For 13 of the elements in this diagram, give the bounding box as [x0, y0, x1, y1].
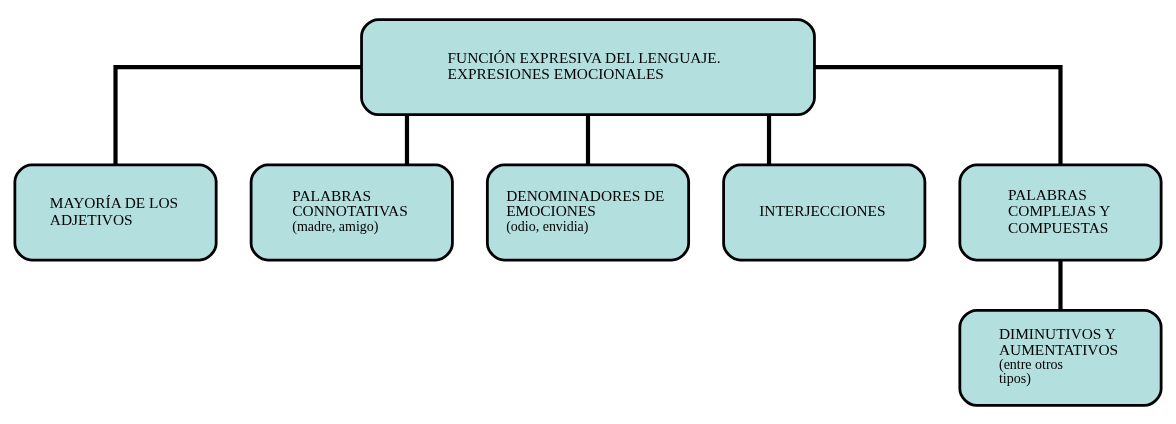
connector — [585, 114, 591, 165]
node-box: FUNCIÓN EXPRESIVA DEL LENGUAJE. EXPRESIONES EMOCIONALES — [360, 17, 816, 116]
node-box: DENOMINADORES DE EMOCIONES (odio, envidia) — [485, 163, 691, 261]
connector — [113, 64, 362, 165]
connector — [404, 114, 410, 165]
node-box: MAYORÍA DE LOS ADJETIVOS — [13, 163, 218, 261]
node-box: INTERJECCIONES — [722, 163, 927, 261]
connector — [814, 64, 1063, 165]
node-box: DIMINUTIVOS Y AUMENTATIVOS (entre otros tipos) — [958, 308, 1163, 407]
node-box: PALABRAS CONNOTATIVAS (madre, amigo) — [249, 163, 454, 261]
node-box: PALABRAS COMPLEJAS Y COMPUESTAS — [958, 163, 1163, 261]
connector — [1058, 259, 1063, 310]
connector — [766, 114, 772, 165]
